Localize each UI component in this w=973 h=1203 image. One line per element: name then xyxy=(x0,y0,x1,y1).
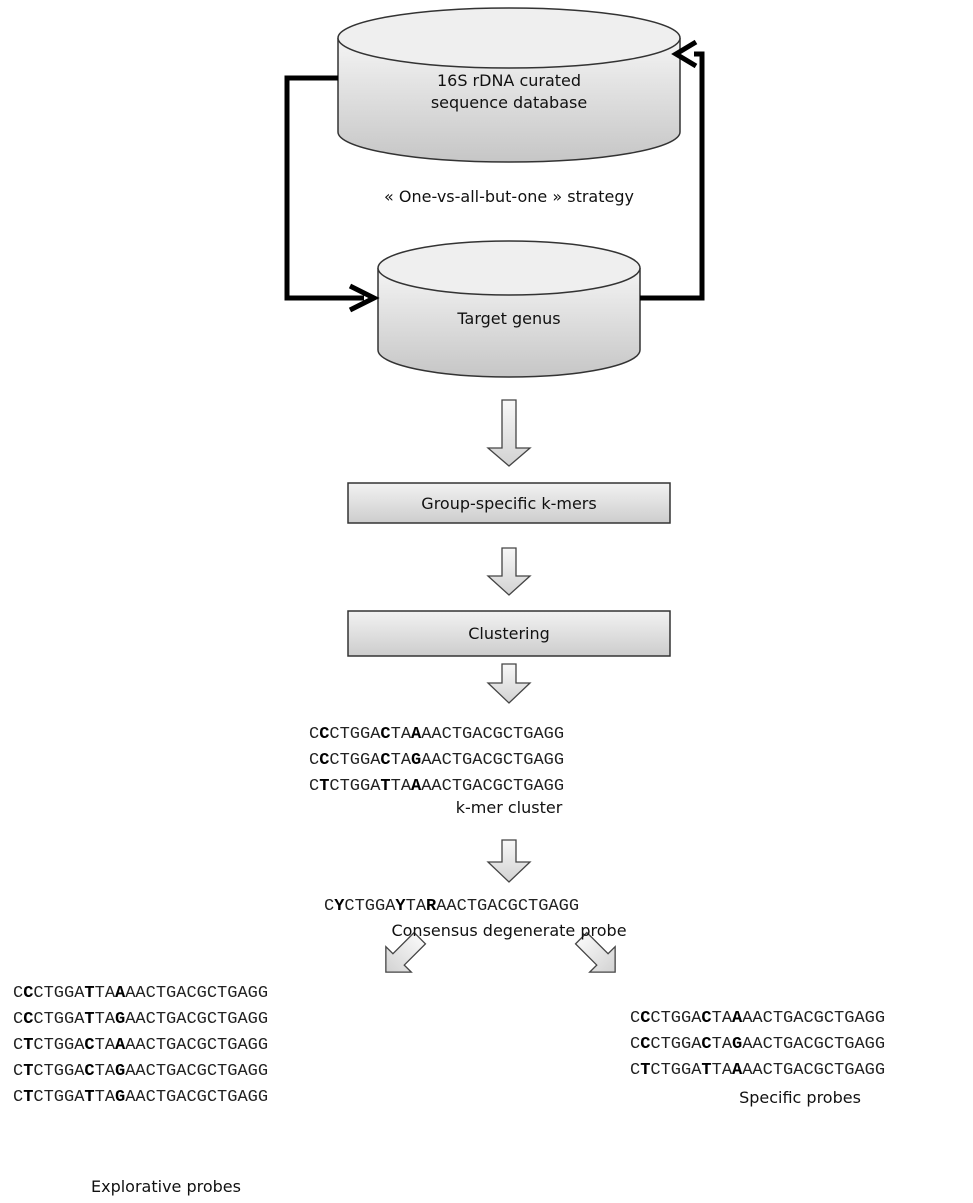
kmer-cluster-sequences: CCCTGGACTAAAACTGACGCTGAGG CCCTGGACTAGAACT… xyxy=(309,722,564,800)
explorative-sequences: CCCTGGATTAAAACTGACGCTGAGG CCCTGGATTAGAACT… xyxy=(13,981,268,1111)
loop-arrow-up xyxy=(640,39,705,301)
consensus-sequence: CYCTGGAYTARAACTGACGCTGAGG xyxy=(324,894,579,920)
probe-sequence: CTCTGGACTAAAACTGACGCTGAGG xyxy=(13,1036,269,1055)
specific-label: Specific probes xyxy=(739,1088,861,1107)
down-arrow-3 xyxy=(486,663,532,704)
kmers-box-label: Group-specific k-mers xyxy=(421,493,597,513)
kmer-cluster-label: k-mer cluster xyxy=(455,798,563,817)
target-cylinder xyxy=(377,240,641,378)
probe-sequence: CTCTGGATTAAAACTGACGCTGAGG xyxy=(309,777,565,796)
explorative-label: Explorative probes xyxy=(91,1177,241,1196)
strategy-label: « One-vs-all-but-one » strategy xyxy=(384,187,634,206)
clustering-box xyxy=(347,610,671,657)
diagonal-arrow-right xyxy=(574,931,616,973)
probe-sequence: CCCTGGACTAAAACTGACGCTGAGG xyxy=(630,1009,886,1028)
probe-sequence: CCCTGGACTAAAACTGACGCTGAGG xyxy=(309,725,565,744)
specific-sequences: CCCTGGACTAAAACTGACGCTGAGG CCCTGGACTAGAACT… xyxy=(630,1006,885,1084)
database-cylinder xyxy=(337,7,681,163)
probe-sequence: CTCTGGATTAAAACTGACGCTGAGG xyxy=(630,1061,886,1080)
diagonal-arrow-left xyxy=(385,931,427,973)
probe-sequence: CTCTGGATTAGAACTGACGCTGAGG xyxy=(13,1088,269,1107)
probe-sequence: CTCTGGACTAGAACTGACGCTGAGG xyxy=(13,1062,269,1081)
kmers-box xyxy=(347,482,671,524)
database-label: 16S rDNA curated sequence database xyxy=(430,71,588,112)
loop-arrow-down xyxy=(284,75,380,313)
down-arrow-4 xyxy=(486,839,532,883)
target-label: Target genus xyxy=(457,309,561,328)
probe-sequence: CCCTGGACTAGAACTGACGCTGAGG xyxy=(630,1035,886,1054)
down-arrow-1 xyxy=(486,399,532,467)
probe-sequence: CCCTGGACTAGAACTGACGCTGAGG xyxy=(309,751,565,770)
clustering-box-label: Clustering xyxy=(468,624,550,643)
down-arrow-2 xyxy=(486,547,532,596)
probe-sequence: CYCTGGAYTARAACTGACGCTGAGG xyxy=(324,897,580,916)
consensus-label: Consensus degenerate probe xyxy=(391,921,627,940)
probe-sequence: CCCTGGATTAAAACTGACGCTGAGG xyxy=(13,984,269,1003)
probe-sequence: CCCTGGATTAGAACTGACGCTGAGG xyxy=(13,1010,269,1029)
